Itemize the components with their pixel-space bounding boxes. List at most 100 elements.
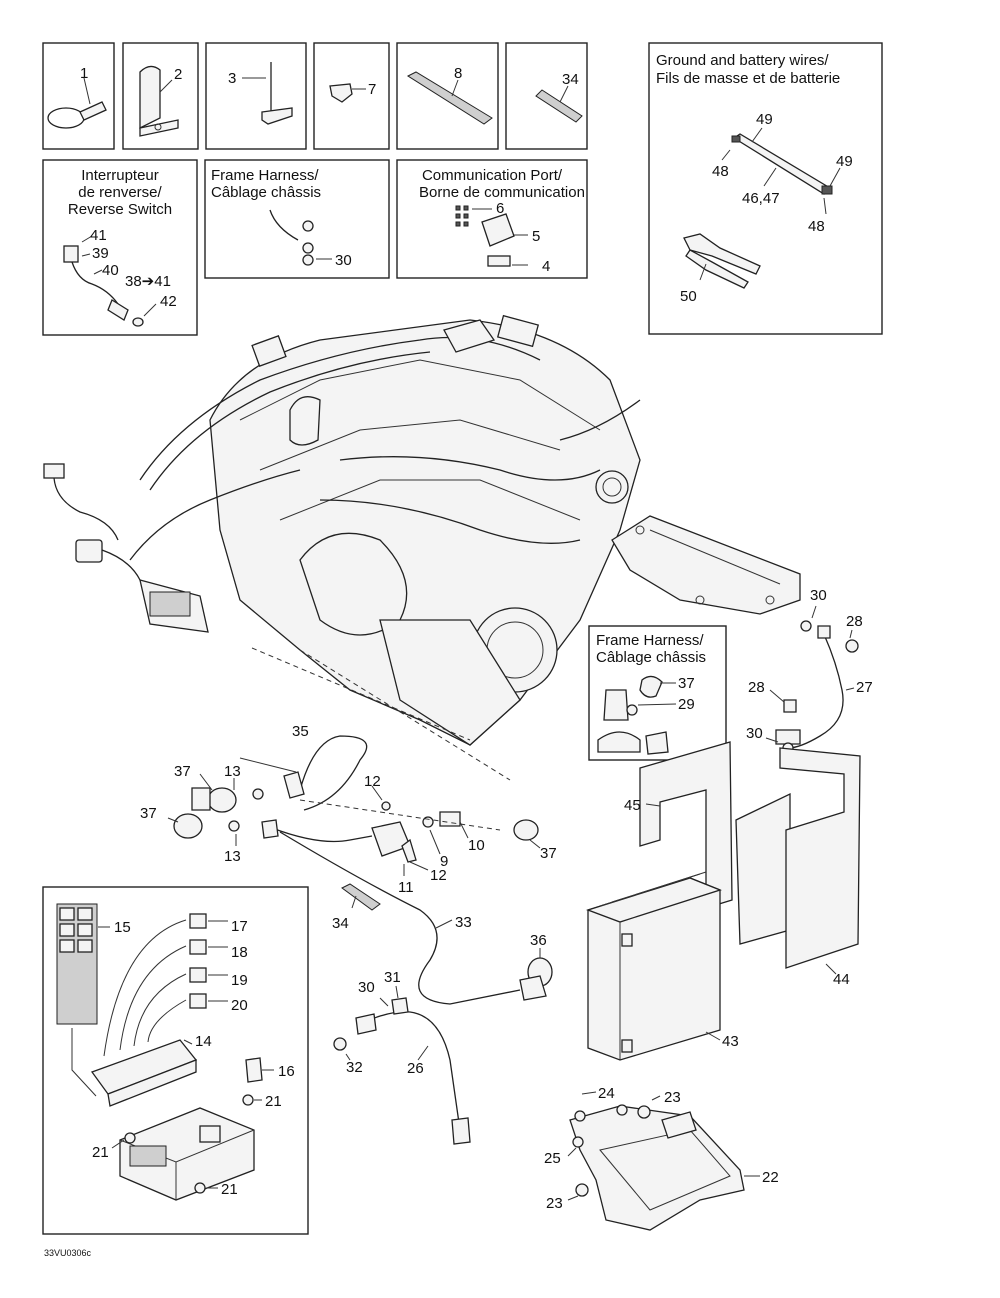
part-box-1-tie-wrap: 1 bbox=[42, 42, 115, 150]
callout-4: 4 bbox=[542, 258, 550, 275]
callout-37-d: 37 bbox=[540, 845, 557, 862]
communication-port-panel: Communication Port/ Borne de communicati… bbox=[396, 159, 588, 279]
callout-21-b: 21 bbox=[92, 1144, 109, 1161]
callout-1: 1 bbox=[80, 65, 88, 82]
cable-26: 30 31 32 26 bbox=[333, 969, 471, 1145]
callout-27: 27 bbox=[856, 679, 873, 696]
ground-battery-panel: Ground and battery wires/ Fils de masse … bbox=[648, 42, 883, 335]
figure-code: 33VU0306c bbox=[44, 1248, 92, 1258]
callout-37-c: 37 bbox=[140, 805, 157, 822]
callout-32: 32 bbox=[346, 1059, 363, 1076]
callout-23-a: 23 bbox=[664, 1089, 681, 1106]
engine-mount-bracket bbox=[611, 515, 801, 615]
callout-38-41: 38➔41 bbox=[125, 273, 171, 290]
part-box-34-sleeve: 34 bbox=[505, 42, 588, 150]
frame-harness-mid-line2: Câblage châssis bbox=[596, 649, 706, 666]
battery-tray: 24 23 25 22 23 bbox=[544, 1085, 779, 1231]
frame-harness-mid-line1: Frame Harness/ bbox=[596, 632, 704, 649]
engine-harness-connectors bbox=[43, 463, 209, 633]
frame-harness-top-panel: Frame Harness/ Câblage châssis 30 bbox=[204, 159, 390, 279]
reverse-switch-line1: Interrupteur bbox=[81, 167, 159, 184]
callout-39: 39 bbox=[92, 245, 109, 262]
callout-50: 50 bbox=[680, 288, 697, 305]
callout-35: 35 bbox=[292, 723, 309, 740]
callout-44: 44 bbox=[833, 971, 850, 988]
callout-22: 22 bbox=[762, 1169, 779, 1186]
communication-port-line2: Borne de communication bbox=[419, 184, 585, 201]
callout-41: 41 bbox=[90, 227, 107, 244]
callout-28-b: 28 bbox=[748, 679, 765, 696]
callout-13-b: 13 bbox=[224, 848, 241, 865]
ground-battery-title-fr: Fils de masse et de batterie bbox=[656, 70, 840, 87]
callout-17: 17 bbox=[231, 918, 248, 935]
callout-14: 14 bbox=[195, 1033, 212, 1050]
callout-21-c: 21 bbox=[221, 1181, 238, 1198]
callout-19: 19 bbox=[231, 972, 248, 989]
frame-harness-top-line2: Câblage châssis bbox=[211, 184, 321, 201]
callout-30-c: 30 bbox=[746, 725, 763, 742]
callout-40: 40 bbox=[102, 262, 119, 279]
callout-11: 11 bbox=[398, 879, 414, 896]
callout-23-b: 23 bbox=[546, 1195, 563, 1212]
callout-34-top: 34 bbox=[562, 71, 579, 88]
ground-battery-title-en: Ground and battery wires/ bbox=[656, 52, 829, 69]
callout-37-a: 37 bbox=[678, 675, 695, 692]
starter-cables: 35 37 13 12 37 13 10 9 12 11 37 bbox=[140, 723, 557, 896]
callout-48-b: 48 bbox=[808, 218, 825, 235]
frame-harness-top-line1: Frame Harness/ bbox=[211, 167, 319, 184]
callout-21-a: 21 bbox=[265, 1093, 282, 1110]
part-box-3-7-clips: 3 7 bbox=[205, 42, 376, 150]
callout-26: 26 bbox=[407, 1060, 424, 1077]
callout-33: 33 bbox=[455, 914, 472, 931]
communication-port-line1: Communication Port/ bbox=[422, 167, 563, 184]
callout-2: 2 bbox=[174, 66, 182, 83]
callout-13-a: 13 bbox=[224, 763, 241, 780]
callout-5: 5 bbox=[532, 228, 540, 245]
cable-33: 34 33 36 bbox=[279, 831, 553, 1005]
callout-6: 6 bbox=[496, 200, 504, 217]
part-box-8-strip: 8 bbox=[396, 42, 499, 150]
pins bbox=[455, 205, 469, 227]
callout-7: 7 bbox=[368, 81, 376, 98]
callout-30-d: 30 bbox=[358, 979, 375, 996]
reverse-switch-line2: de renverse/ bbox=[78, 184, 162, 201]
callout-12-b: 12 bbox=[430, 867, 447, 884]
engine-assembly bbox=[129, 314, 641, 781]
ground-cable-27: 30 28 27 28 30 bbox=[746, 587, 873, 754]
callout-15: 15 bbox=[114, 919, 131, 936]
callout-48-a: 48 bbox=[712, 163, 729, 180]
callout-36: 36 bbox=[530, 932, 547, 949]
callout-25: 25 bbox=[544, 1150, 561, 1167]
callout-9: 9 bbox=[440, 853, 448, 870]
reverse-switch-line3: Reverse Switch bbox=[68, 201, 172, 218]
callout-18: 18 bbox=[231, 944, 248, 961]
callout-30-a: 30 bbox=[335, 252, 352, 269]
callout-30-b: 30 bbox=[810, 587, 827, 604]
callout-42: 42 bbox=[160, 293, 177, 310]
part-box-7 bbox=[313, 42, 390, 150]
fuses bbox=[189, 913, 207, 1009]
callout-37-b: 37 bbox=[174, 763, 191, 780]
callout-46-47: 46,47 bbox=[742, 190, 780, 207]
callout-28-a: 28 bbox=[846, 613, 863, 630]
fuse-box-panel: 15 17 18 19 20 14 16 bbox=[42, 886, 309, 1235]
callout-24: 24 bbox=[598, 1085, 615, 1102]
callout-43: 43 bbox=[722, 1033, 739, 1050]
callout-3: 3 bbox=[228, 70, 236, 87]
reverse-switch-panel: Interrupteur de renverse/ Reverse Switch… bbox=[42, 159, 198, 336]
callout-49-b: 49 bbox=[836, 153, 853, 170]
frame-harness-mid-panel: Frame Harness/ Câblage châssis 37 29 bbox=[588, 625, 727, 761]
callout-16: 16 bbox=[278, 1063, 295, 1080]
callout-49-a: 49 bbox=[756, 111, 773, 128]
callout-29: 29 bbox=[678, 696, 695, 713]
fuse-label-grid bbox=[59, 907, 93, 953]
callout-20: 20 bbox=[231, 997, 248, 1014]
callout-8: 8 bbox=[454, 65, 462, 82]
battery-assembly: 45 44 43 bbox=[586, 741, 861, 1061]
callout-34-b: 34 bbox=[332, 915, 349, 932]
callout-10: 10 bbox=[468, 837, 485, 854]
callout-31: 31 bbox=[384, 969, 401, 986]
callout-12-a: 12 bbox=[364, 773, 381, 790]
callout-45: 45 bbox=[624, 797, 641, 814]
